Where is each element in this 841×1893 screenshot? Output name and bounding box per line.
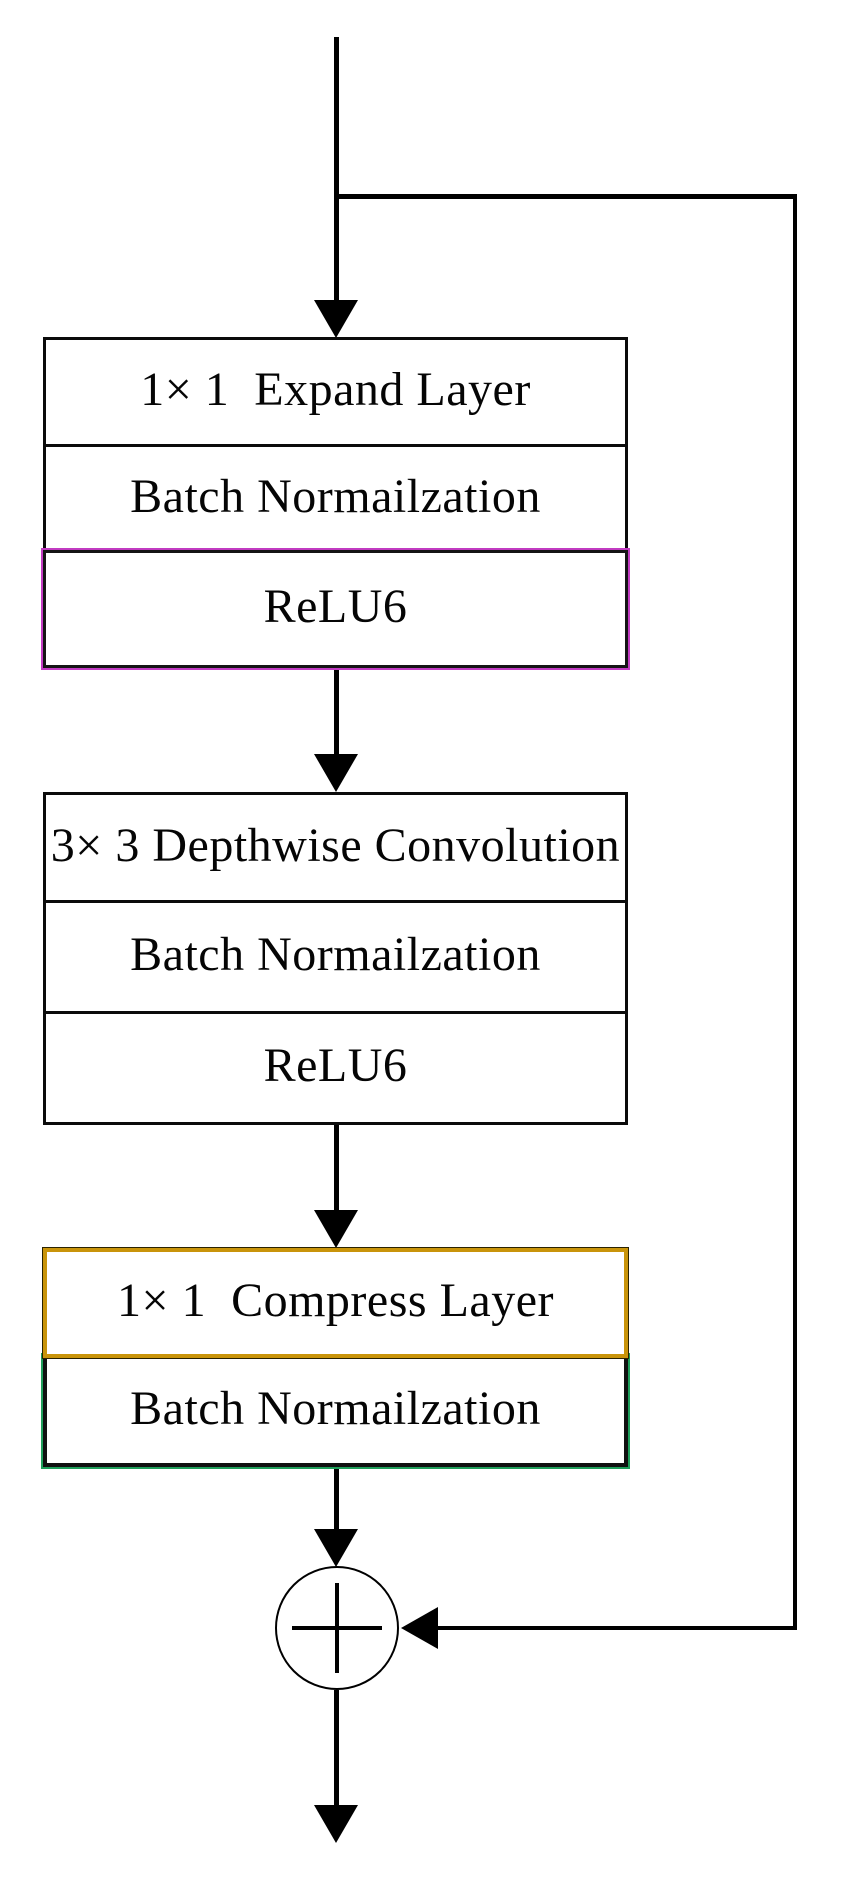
- expand-layer-row: 1× 1 Expand Layer: [43, 337, 628, 447]
- arrowhead-down-icon: [314, 300, 358, 338]
- expand-block: 1× 1 Expand Layer Batch Normailzation Re…: [41, 337, 630, 670]
- arrowhead-down-icon: [314, 1805, 358, 1843]
- output-flow-line: [334, 1690, 339, 1805]
- batch-normalization-label: Batch Normailzation: [130, 1382, 541, 1435]
- expand-layer-label: 1× 1 Expand Layer: [140, 363, 531, 416]
- compress-layer-label: 1× 1 Compress Layer: [117, 1274, 554, 1327]
- batch-normalization-row: Batch Normailzation: [43, 444, 628, 553]
- flow-line: [334, 1467, 339, 1529]
- skip-connection-branch-line: [336, 194, 795, 199]
- input-flow-line: [334, 37, 339, 300]
- arrowhead-down-icon: [314, 1529, 358, 1567]
- batch-normalization-row: Batch Normailzation: [43, 900, 628, 1014]
- batch-normalization-label: Batch Normailzation: [130, 928, 541, 981]
- relu6-label: ReLU6: [263, 1039, 408, 1092]
- arrowhead-down-icon: [314, 1210, 358, 1248]
- flow-line: [334, 668, 339, 758]
- depthwise-convolution-row: 3× 3 Depthwise Convolution: [43, 792, 628, 903]
- skip-connection-vertical-line: [793, 194, 797, 1630]
- skip-connection-return-line: [437, 1626, 797, 1630]
- compress-block: 1× 1 Compress Layer Batch Normailzation: [41, 1247, 630, 1469]
- relu6-row: ReLU6: [41, 548, 630, 670]
- batch-normalization-label: Batch Normailzation: [130, 469, 541, 523]
- arrowhead-left-icon: [401, 1607, 438, 1649]
- compress-layer-row: 1× 1 Compress Layer: [42, 1247, 629, 1359]
- relu6-label: ReLU6: [263, 580, 408, 633]
- flow-line: [334, 1125, 339, 1210]
- batch-normalization-row: Batch Normailzation: [41, 1353, 630, 1469]
- plus-icon-horizontal-bar: [292, 1626, 382, 1630]
- arrowhead-down-icon: [314, 754, 358, 792]
- depthwise-block: 3× 3 Depthwise Convolution Batch Normail…: [43, 792, 628, 1125]
- relu6-row: ReLU6: [43, 1011, 628, 1125]
- depthwise-convolution-label: 3× 3 Depthwise Convolution: [50, 818, 621, 872]
